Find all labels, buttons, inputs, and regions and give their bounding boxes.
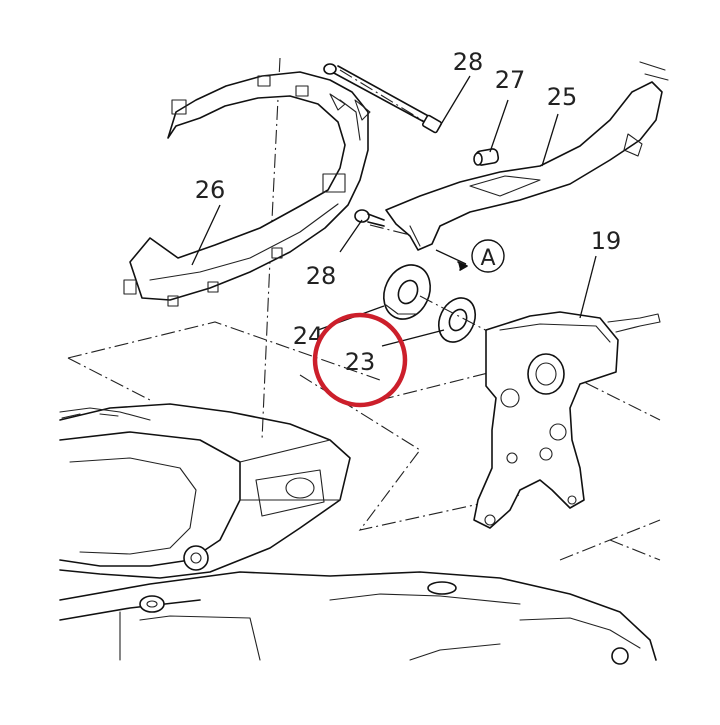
label-26: 26 [195, 176, 226, 204]
leader-lines [191, 75, 597, 347]
part-27-sleeve [473, 148, 500, 166]
label-28-top: 28 [453, 48, 484, 76]
part-28-screw-mid [354, 209, 385, 227]
part-24-washer [383, 264, 431, 320]
view-a-marker: A [471, 239, 505, 273]
part-25-bracket-arm [385, 61, 669, 251]
part-28-screw-top [323, 63, 442, 134]
lower-body-panel [59, 571, 657, 665]
lower-frame [59, 403, 351, 579]
label-23: 23 [345, 348, 376, 376]
part-26-side-cover [123, 71, 371, 307]
part-23-washer [437, 297, 477, 343]
label-19: 19 [591, 227, 622, 255]
label-25: 25 [547, 83, 578, 111]
part-19-mounting-plate [473, 311, 661, 529]
washer-axis [419, 295, 521, 349]
highlight-circle [312, 312, 408, 408]
view-a-letter: A [480, 246, 495, 271]
label-27: 27 [495, 66, 526, 94]
label-28-mid: 28 [306, 262, 337, 290]
